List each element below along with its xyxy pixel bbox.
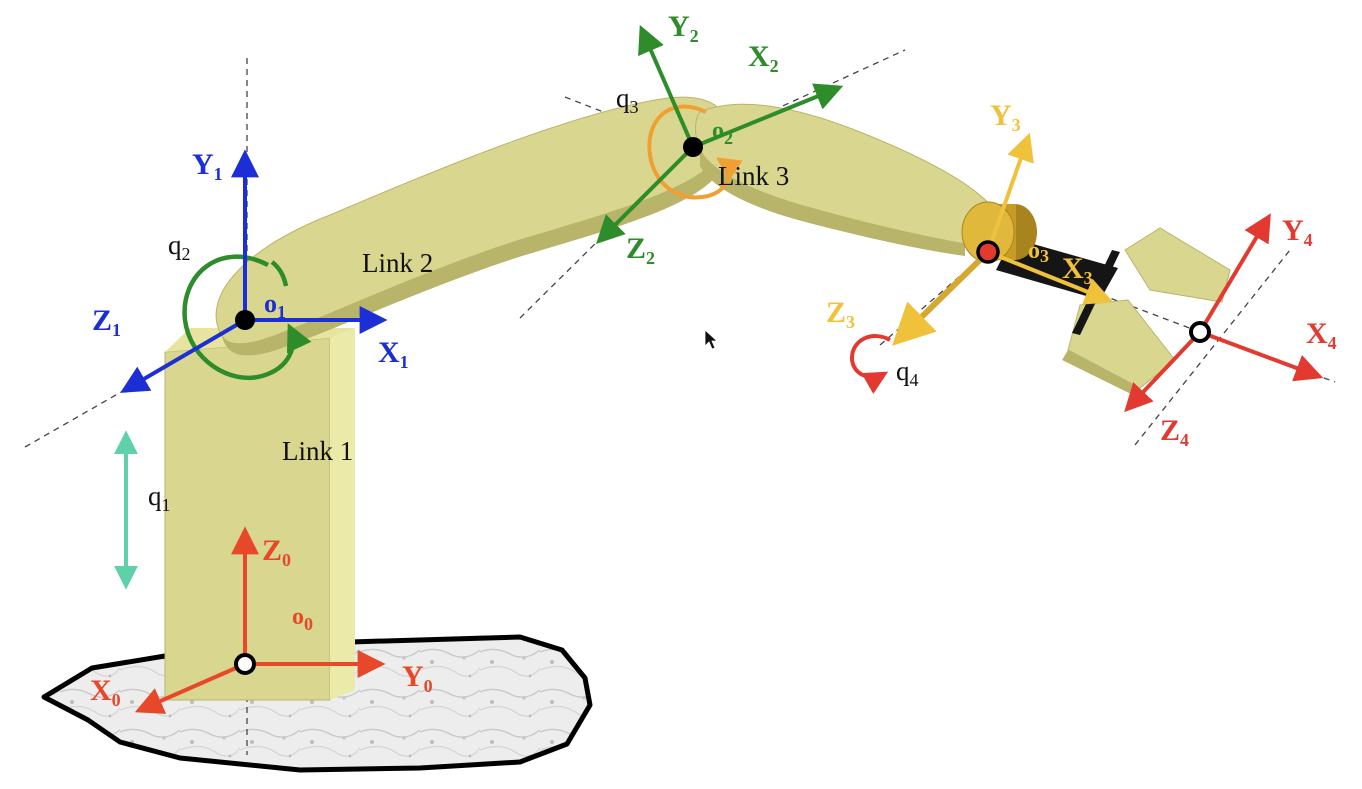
x0-label: X0 — [90, 674, 121, 710]
z0-label: Z0 — [262, 534, 291, 570]
y4-label: Y4 — [1282, 214, 1313, 250]
y3-axis-arrow — [986, 132, 1034, 253]
origin-4-dot — [1189, 321, 1211, 343]
origin-2-dot — [683, 137, 703, 157]
y2-axis-arrow — [638, 24, 695, 148]
o3-label: o3 — [1028, 238, 1049, 266]
q4-rotation-arrow — [849, 334, 891, 394]
origin-1-dot — [235, 310, 255, 330]
z1-axis-arrow — [120, 318, 247, 393]
x3-label: X3 — [1062, 252, 1093, 288]
y2-label: Y2 — [668, 10, 699, 46]
y1-label: Y1 — [192, 148, 223, 184]
x4-label: X4 — [1306, 317, 1337, 353]
o0-label: o0 — [292, 604, 313, 634]
frame-4-axes — [1124, 213, 1324, 413]
mouse-pointer-icon — [704, 329, 719, 350]
z2-axis-arrow — [596, 145, 695, 244]
origin-3-dot — [976, 240, 1000, 264]
x2-axis-arrow — [692, 83, 844, 149]
q4-label: q4 — [896, 356, 919, 390]
link-2-label: Link 2 — [362, 248, 433, 278]
link-1-pillar — [164, 328, 355, 701]
y4-axis-arrow — [1198, 213, 1271, 334]
q3-rotation-arrow — [647, 104, 743, 200]
y3-label: Y3 — [990, 99, 1021, 135]
link-1-label: Link 1 — [282, 436, 353, 466]
q1-label: q1 — [148, 481, 171, 515]
origin-0-dot — [234, 653, 256, 675]
x0-axis-arrow — [134, 662, 246, 714]
frame-2-axes — [596, 24, 844, 244]
x4-axis-arrow — [1199, 330, 1324, 382]
frame-1-axes — [120, 149, 388, 393]
frame-0-axes — [134, 526, 386, 714]
q3-label: q3 — [616, 83, 639, 117]
z1-label: Z1 — [92, 304, 121, 340]
axis-guide-y4 — [1134, 249, 1291, 446]
x2-label: X2 — [748, 40, 779, 76]
y0-label: Y0 — [402, 660, 433, 696]
q2-label: q2 — [168, 230, 191, 264]
o2-label: o2 — [712, 118, 733, 148]
z3-label: Z3 — [826, 296, 855, 332]
z3-axis-arrow — [891, 249, 991, 346]
q2-rotation-arrow — [182, 254, 312, 380]
gripper — [1062, 227, 1231, 396]
link-3-label: Link 3 — [718, 161, 789, 191]
x1-label: X1 — [378, 336, 409, 372]
x3-axis-arrow — [987, 250, 1114, 305]
z2-label: Z2 — [626, 232, 655, 268]
o1-label: o1 — [264, 289, 286, 322]
z4-label: Z4 — [1160, 414, 1189, 450]
z4-axis-arrow — [1124, 330, 1202, 413]
frame-3-axes — [891, 132, 1114, 346]
